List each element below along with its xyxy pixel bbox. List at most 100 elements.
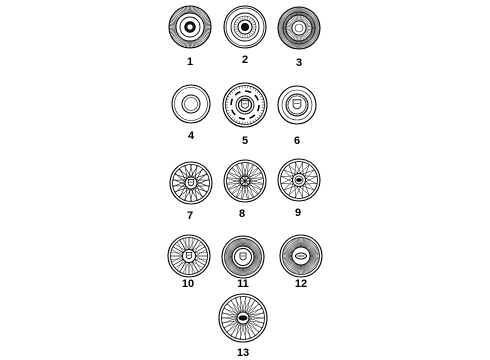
- rib-line: [279, 32, 288, 37]
- rib-line: [226, 262, 234, 267]
- rib-line: [300, 34, 303, 41]
- rib-line: [173, 13, 180, 19]
- outline-ring: [231, 245, 255, 269]
- rib-line: [286, 24, 293, 27]
- rib-line: [305, 30, 312, 34]
- wire-spoke: [294, 184, 296, 199]
- wire-spoke: [247, 172, 262, 178]
- wire-spoke: [241, 162, 243, 178]
- rib-line: [306, 241, 313, 250]
- rib-line: [232, 266, 238, 273]
- rib-line: [287, 243, 295, 251]
- callout-13: 13: [237, 347, 249, 359]
- rib-line: [240, 267, 242, 276]
- rib-line: [295, 40, 298, 49]
- wire-spoke: [298, 164, 310, 175]
- rib-line: [237, 267, 241, 275]
- wire-spoke: [248, 179, 264, 184]
- rib-line: [290, 95, 292, 98]
- wire-spoke: [182, 238, 190, 251]
- outline-ring: [281, 89, 313, 121]
- crest-emblem: [241, 100, 249, 109]
- rib-line: [231, 265, 237, 272]
- part-2-wheel-cover: [223, 5, 267, 49]
- callout-8: 8: [239, 208, 245, 220]
- rib-line: [225, 259, 233, 263]
- rib-line: [250, 121, 252, 124]
- rib-line: [229, 264, 236, 271]
- rib-line: [302, 7, 306, 16]
- wire-spoke: [244, 184, 254, 198]
- rib-line: [301, 40, 304, 49]
- rib-line: [303, 40, 307, 48]
- rib-line: [200, 35, 207, 41]
- rib-line: [281, 34, 289, 40]
- rib-line: [280, 18, 288, 23]
- rib-line: [191, 6, 193, 14]
- rib-line: [288, 262, 296, 270]
- rib-line: [187, 6, 189, 14]
- rib-line: [288, 242, 296, 250]
- rib-line: [304, 32, 310, 37]
- rib-line: [295, 264, 299, 274]
- rib-line: [309, 259, 319, 263]
- rib-line: [283, 259, 293, 263]
- outline-ring: [172, 164, 210, 202]
- rib-line: [281, 15, 289, 21]
- rib-line: [286, 10, 292, 18]
- rib-line: [306, 11, 312, 18]
- rib-line: [195, 7, 199, 15]
- rib-line: [306, 10, 312, 18]
- wire-spoke: [298, 185, 310, 196]
- rib-line: [309, 258, 319, 262]
- rib-line: [309, 257, 320, 261]
- wire-spoke: [228, 172, 242, 182]
- rib-line: [311, 23, 320, 26]
- center-hub: [184, 176, 198, 190]
- rib-line: [191, 239, 199, 251]
- wire-spoke: [230, 300, 243, 315]
- outline-ring: [280, 161, 318, 199]
- rib-line: [247, 267, 251, 275]
- outline-ring: [184, 97, 198, 111]
- rib-line: [253, 251, 261, 255]
- rib-line: [194, 40, 197, 48]
- wire-spoke: [188, 187, 192, 202]
- rib-line: [253, 250, 261, 254]
- rib-line: [303, 32, 309, 38]
- rib-line: [251, 245, 258, 251]
- rib-line: [191, 40, 193, 48]
- wire-spoke: [247, 162, 249, 178]
- rib-line: [251, 244, 258, 250]
- wire-spoke: [235, 320, 241, 339]
- rib-line: [290, 112, 292, 115]
- rib-line: [285, 245, 294, 252]
- rib-line: [235, 30, 240, 33]
- rib-line: [174, 36, 181, 42]
- rib-line: [250, 30, 255, 33]
- rib-line: [248, 266, 254, 273]
- rib-line: [282, 251, 293, 255]
- rib-line: [245, 239, 249, 247]
- outline-ring: [221, 235, 265, 279]
- rib-line: [169, 29, 177, 32]
- rib-line: [197, 9, 202, 16]
- rib-line: [203, 31, 210, 35]
- rib-line: [173, 35, 180, 41]
- rib-line: [202, 18, 210, 22]
- wire-spoke: [283, 169, 297, 175]
- wire-spoke: [221, 315, 240, 319]
- wire-spoke: [191, 187, 204, 198]
- rib-line: [295, 34, 298, 41]
- rib-line: [302, 33, 306, 40]
- rib-line: [284, 37, 291, 44]
- rib-line: [256, 116, 259, 119]
- rib-line: [247, 266, 252, 274]
- rib-line: [228, 263, 235, 269]
- rib-line: [278, 29, 287, 32]
- rib-line: [306, 38, 312, 46]
- center-emblem: [240, 22, 250, 32]
- rib-line: [203, 30, 211, 34]
- rib-line: [226, 110, 229, 112]
- rib-line: [237, 19, 241, 23]
